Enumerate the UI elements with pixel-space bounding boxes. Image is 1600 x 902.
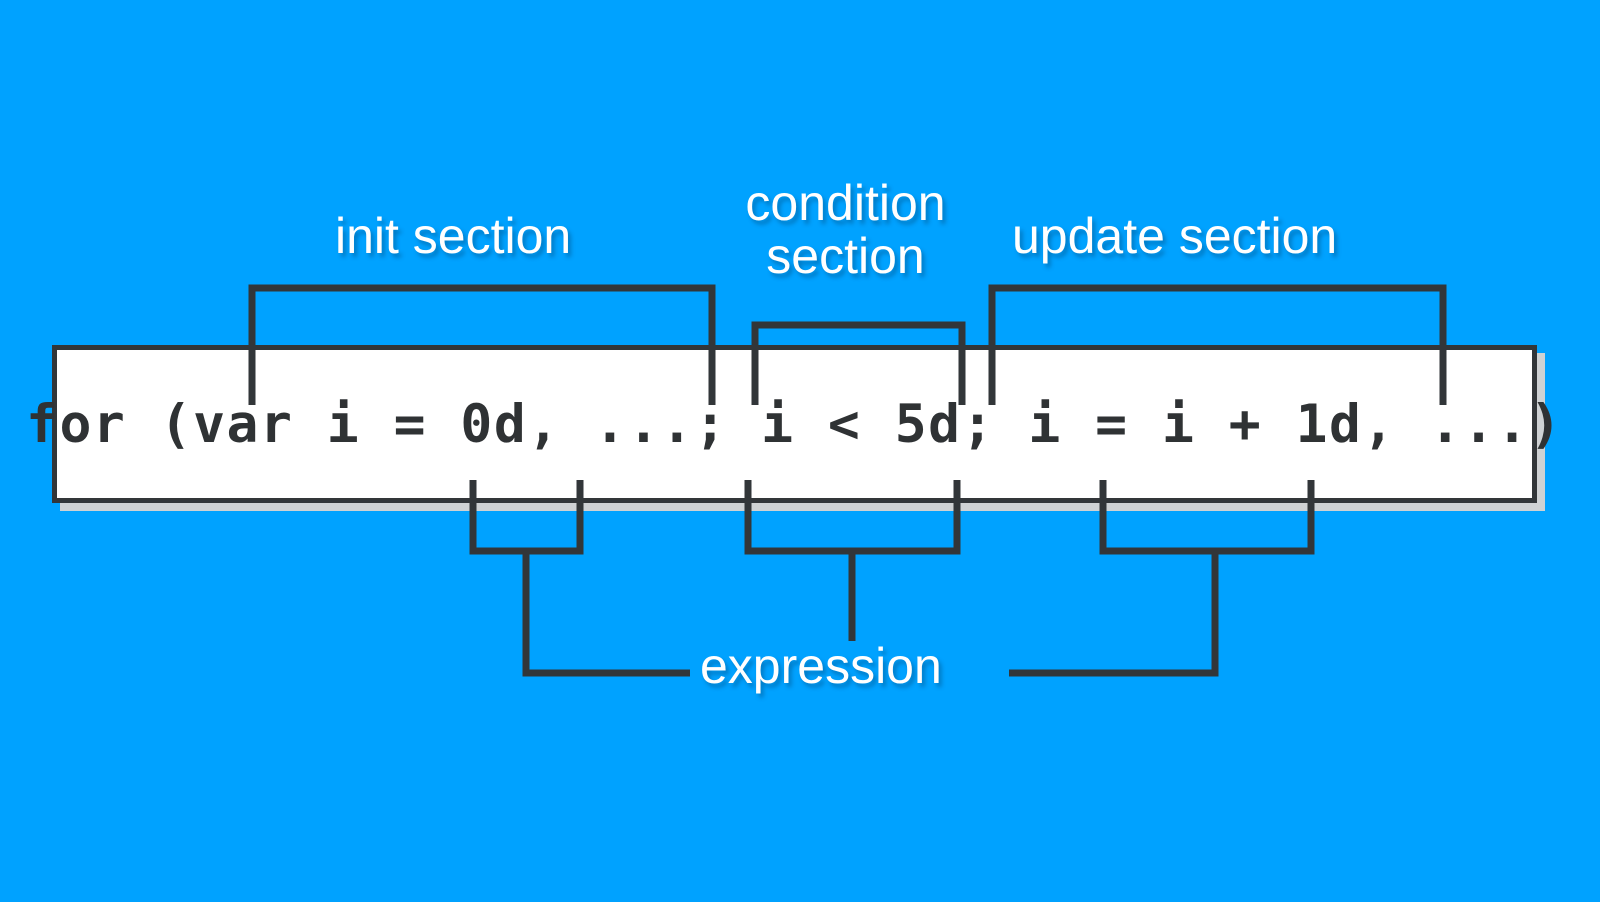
code-box: [52, 345, 1537, 503]
code-text: for (var i = 0d, ...; i < 5d; i = i + 1d…: [26, 393, 1563, 455]
label-condition-section: condition section: [745, 175, 946, 284]
label-update-section: update section: [1012, 208, 1338, 264]
code-text-container: for (var i = 0d, ...; i < 5d; i = i + 1d…: [26, 345, 1561, 503]
label-expression: expression: [700, 638, 942, 694]
update-bracket-path: [988, 284, 1447, 405]
expr-bracket-update-path: [1099, 480, 1315, 555]
init-bracket-path: [248, 284, 716, 405]
expr-connector-left: [522, 551, 690, 677]
expr-connector-right: [1009, 551, 1219, 677]
label-init-section: init section: [335, 208, 572, 264]
condition-bracket-path: [751, 321, 966, 405]
